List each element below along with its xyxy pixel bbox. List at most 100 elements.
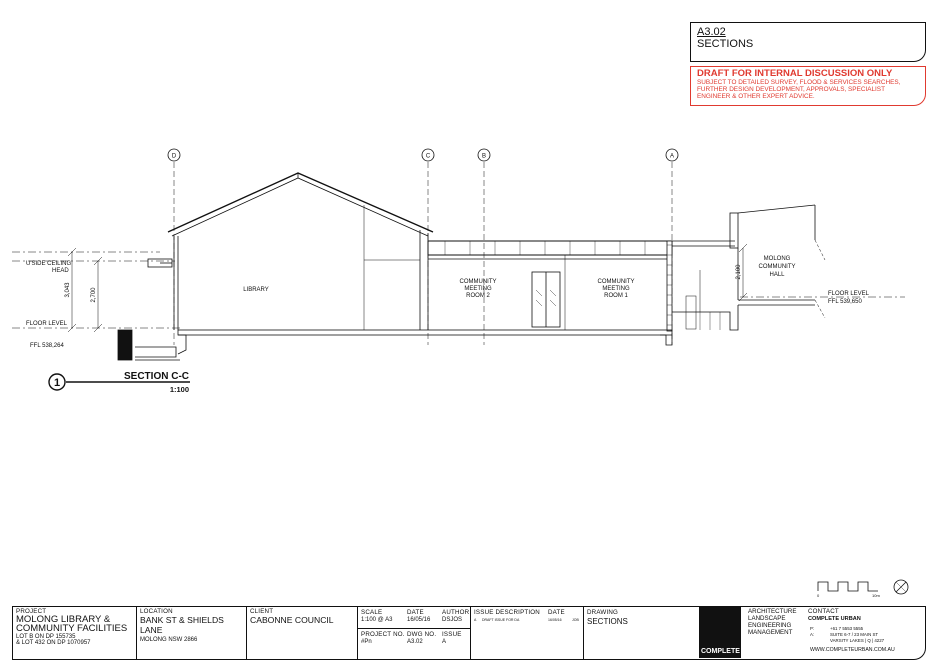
draft-note-line: ENGINEER & OTHER EXPERT ADVICE. bbox=[697, 93, 815, 100]
website-link[interactable]: WWW.COMPLETEURBAN.COM.AU bbox=[810, 647, 895, 653]
drawing-number-label: DWG NO. bbox=[407, 631, 437, 638]
grid-bubble-b bbox=[477, 148, 491, 162]
discipline-item: ENGINEERING bbox=[748, 622, 792, 629]
hall-structure bbox=[666, 204, 826, 332]
dimension-hall: 2,100 bbox=[736, 264, 742, 280]
client-block: CLIENT CABONNE COUNCIL bbox=[250, 608, 354, 625]
phone-prefix: P: bbox=[810, 626, 815, 631]
section-drawing: D C B A U'SIDE CEILING HEAD FLOOR LEVEL … bbox=[12, 148, 909, 598]
draft-note-line: FURTHER DESIGN DEVELOPMENT, APPROVALS, S… bbox=[697, 86, 885, 93]
address: SUITE 6-7 / 23 MAIN ST VARSITY LAKES | Q… bbox=[830, 632, 884, 643]
contact-label: CONTACT bbox=[808, 608, 839, 615]
issue-description-label: ISSUE DESCRIPTION bbox=[474, 609, 540, 616]
floor-level-value: FFL 538,264 bbox=[30, 343, 64, 349]
issue-value: A bbox=[442, 639, 447, 645]
scale-bar-start: 0 bbox=[817, 593, 820, 598]
sheet-name: SECTIONS bbox=[697, 38, 754, 50]
room-label-meeting-2: ROOM 2 bbox=[466, 293, 490, 299]
project-name: MOLONG LIBRARY & bbox=[16, 614, 111, 625]
room-label-hall: MOLONG bbox=[764, 256, 791, 262]
discipline-item: LANDSCAPE bbox=[748, 615, 786, 622]
address-line: SUITE 6-7 / 23 MAIN ST bbox=[830, 632, 879, 637]
room-label-library: LIBRARY bbox=[243, 287, 269, 293]
location-block: LOCATION BANK ST & SHIELDS LANE MOLONG N… bbox=[140, 608, 244, 643]
project-lot: LOT B ON DP 155735 bbox=[16, 634, 76, 640]
project-number-label: PROJECT NO. bbox=[361, 631, 405, 638]
section-marker-number: 1 bbox=[54, 377, 60, 389]
drawing-value: SECTIONS bbox=[587, 617, 628, 626]
company-name: COMPLETE URBAN bbox=[808, 616, 861, 622]
grid-lines bbox=[173, 162, 673, 345]
title-block-divider bbox=[357, 606, 358, 659]
title-block-divider bbox=[357, 628, 470, 629]
room-label-meeting-2: COMMUNITY bbox=[460, 279, 497, 285]
issue-row-initials: JOB bbox=[572, 618, 579, 622]
address-line: VARSITY LAKES | Q | 4227 bbox=[830, 637, 885, 643]
meeting-room-roof bbox=[427, 240, 673, 330]
issue-date-label: DATE bbox=[548, 609, 565, 616]
disciplines-list: ARCHITECTURE LANDSCAPE ENGINEERING MANAG… bbox=[748, 608, 796, 636]
company-logo: COMPLETE bbox=[699, 607, 741, 658]
grid-bubble-d bbox=[167, 148, 181, 162]
client-label: CLIENT bbox=[250, 608, 274, 615]
floor-slab bbox=[117, 258, 673, 361]
logo-text: COMPLETE bbox=[701, 648, 740, 655]
room-label-meeting-2: MEETING bbox=[464, 286, 492, 292]
scale-bar bbox=[817, 581, 878, 592]
hall-floor-level-value: FFL 539,650 bbox=[828, 299, 862, 305]
sheet-number: A3.02 bbox=[697, 26, 726, 38]
phone-number: +61 7 5553 5555 bbox=[830, 626, 864, 631]
room-label-hall: HALL bbox=[769, 272, 785, 278]
discipline-item: MANAGEMENT bbox=[748, 629, 793, 636]
contact-block: CONTACT COMPLETE URBAN bbox=[808, 608, 920, 622]
title-block-divider bbox=[136, 606, 137, 659]
draft-notice-box bbox=[690, 66, 926, 106]
grid-label-d: D bbox=[172, 154, 177, 160]
scale-label: SCALE bbox=[361, 609, 383, 616]
section-marker bbox=[48, 373, 66, 391]
date-value: 16/05/16 bbox=[407, 617, 431, 623]
project-name: COMMUNITY FACILITIES bbox=[16, 623, 128, 634]
scale-value: 1:100 @ A3 bbox=[361, 617, 393, 623]
issue-row-issue: A bbox=[474, 618, 477, 622]
title-block-divider bbox=[583, 606, 584, 659]
project-lot: & LOT 432 ON DP 1070957 bbox=[16, 640, 91, 646]
drawing-label: DRAWING bbox=[587, 609, 619, 616]
issue-label: ISSUE bbox=[442, 631, 462, 638]
location-label: LOCATION bbox=[140, 608, 173, 615]
library-roof bbox=[167, 172, 434, 330]
drawing-number-value: A3.02 bbox=[407, 639, 423, 645]
project-block: PROJECT MOLONG LIBRARY & COMMUNITY FACIL… bbox=[16, 608, 134, 646]
hall-floor-level-label: FLOOR LEVEL bbox=[828, 291, 870, 297]
location-town: MOLONG NSW 2866 bbox=[140, 637, 198, 643]
draft-notes: SUBJECT TO DETAILED SURVEY, FLOOD & SERV… bbox=[697, 79, 922, 100]
address-prefix: A: bbox=[810, 632, 815, 637]
grid-bubble-a bbox=[665, 148, 679, 162]
room-label-meeting-1: COMMUNITY bbox=[598, 279, 635, 285]
room-label-meeting-1: ROOM 1 bbox=[604, 293, 628, 299]
location-street: BANK ST & SHIELDS LANE bbox=[140, 615, 224, 635]
date-label: DATE bbox=[407, 609, 424, 616]
grid-bubble-c bbox=[421, 148, 435, 162]
section-title: SECTION C-C bbox=[124, 371, 189, 382]
dimension-overall: 3,043 bbox=[65, 282, 71, 298]
issue-row-description: DRAFT ISSUE FOR DA bbox=[482, 618, 520, 622]
title-block-divider bbox=[470, 606, 471, 659]
title-block-divider bbox=[246, 606, 247, 659]
grid-label-b: B bbox=[482, 154, 486, 160]
title-block bbox=[12, 606, 926, 660]
grid-label-c: C bbox=[426, 154, 431, 160]
author-value: DSJOS bbox=[442, 617, 463, 623]
client-name: CABONNE COUNCIL bbox=[250, 615, 334, 625]
draft-title: DRAFT FOR INTERNAL DISCUSSION ONLY bbox=[697, 68, 893, 79]
ceiling-level-label-2: HEAD bbox=[52, 268, 69, 274]
dimension-lines bbox=[67, 243, 748, 333]
project-label: PROJECT bbox=[16, 608, 47, 615]
floor-level-label: FLOOR LEVEL bbox=[26, 321, 68, 327]
room-label-hall: COMMUNITY bbox=[759, 264, 796, 270]
issue-row-date: 16/05/16 bbox=[548, 618, 562, 622]
ceiling-level-label: U'SIDE CEILING bbox=[26, 261, 71, 267]
draft-note-line: SUBJECT TO DETAILED SURVEY, FLOOD & SERV… bbox=[697, 79, 901, 86]
scale-bar-end: 10m bbox=[872, 593, 880, 598]
author-label: AUTHOR bbox=[442, 609, 470, 616]
